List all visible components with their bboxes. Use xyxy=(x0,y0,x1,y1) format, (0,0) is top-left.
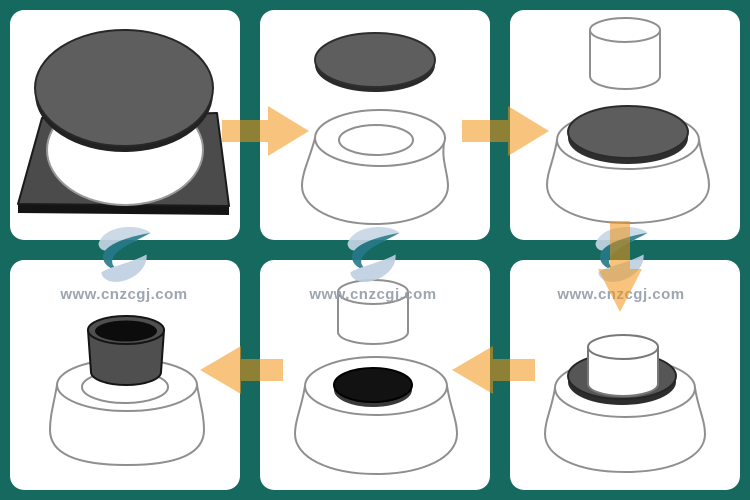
step-4-illustration xyxy=(543,334,707,474)
arrow-right-icon xyxy=(462,106,549,156)
arrow-down-icon xyxy=(598,221,642,312)
step-3-illustration xyxy=(545,17,711,225)
step-1-illustration xyxy=(17,29,230,215)
step-2-illustration xyxy=(300,32,450,226)
step-final-illustration xyxy=(48,315,206,467)
arrow-left-icon xyxy=(200,346,283,394)
step-5-illustration xyxy=(293,279,459,476)
arrow-right-icon xyxy=(222,106,309,156)
step-panel-2 xyxy=(260,10,490,240)
step-panel-3 xyxy=(510,10,740,240)
step-panel-final xyxy=(10,260,240,490)
arrow-left-icon xyxy=(452,346,535,394)
step-panel-5 xyxy=(260,260,490,490)
step-panel-1 xyxy=(10,10,240,240)
